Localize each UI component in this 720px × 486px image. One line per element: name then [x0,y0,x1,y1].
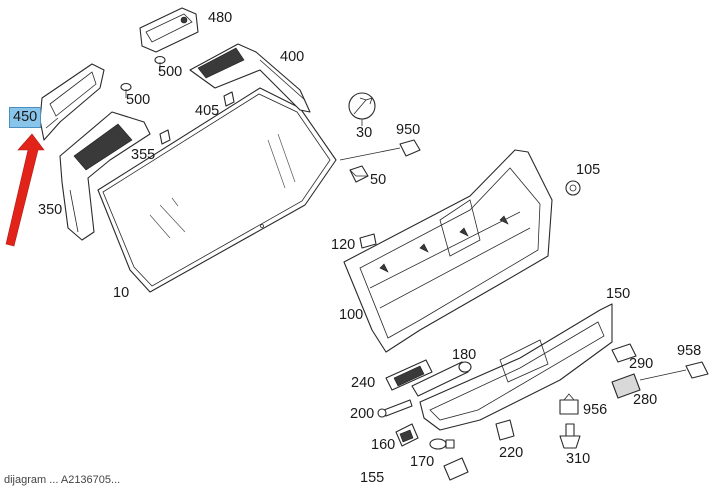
clip-355 [159,129,171,145]
screw-upper [154,55,166,72]
wrench-circle-icon [348,92,376,126]
callout-280: 280 [633,392,658,408]
callout-160: 160 [371,437,396,453]
callout-350: 350 [38,202,63,218]
callout-480: 480 [208,10,233,26]
callout-150: 150 [606,286,631,302]
callout-200: 200 [350,406,375,422]
clip-bracket [139,7,199,53]
bolt-200 [377,399,413,418]
callout-10: 10 [113,285,130,301]
part-290 [611,343,637,363]
part-310 [559,423,581,449]
callout-500-upper: 500 [158,64,183,80]
callout-105: 105 [576,162,601,178]
callout-500-lower: 500 [126,92,151,108]
part-280 [611,369,687,399]
callout-155: 155 [360,470,385,486]
clip-950 [339,139,421,161]
block-50 [349,165,369,183]
callout-240: 240 [351,375,376,391]
callout-956: 956 [583,402,608,418]
lower-trim-panel [419,303,613,431]
callout-30: 30 [356,125,373,141]
bracket-240 [385,359,433,391]
clip-220 [495,419,515,441]
small-clip [223,91,235,107]
red-arrow-icon [5,133,45,247]
clip-120 [359,233,377,249]
part-956 [559,393,579,415]
handle-180 [411,361,472,397]
callout-120: 120 [331,237,356,253]
pillar-trim-350 [59,111,151,241]
callout-180: 180 [452,347,477,363]
callout-400: 400 [280,49,305,65]
lamp-170 [429,438,455,450]
callout-405: 405 [195,103,220,119]
callout-290: 290 [629,356,654,372]
rear-window-glass [97,87,337,293]
callout-355: 355 [131,147,156,163]
upper-trim-panel [189,43,311,113]
screw-lower [120,82,132,98]
callout-310: 310 [566,451,591,467]
switch-160 [395,423,419,447]
callout-170: 170 [410,454,435,470]
clip-958 [685,361,709,379]
callout-50: 50 [370,172,387,188]
callout-950: 950 [396,122,421,138]
callout-100: 100 [339,307,364,323]
callout-450: 450 [9,107,42,128]
footer-text: dijagram ... A2136705... [4,474,121,486]
grommet-105 [565,180,581,196]
part-155 [443,457,469,481]
callout-220: 220 [499,445,524,461]
tailgate-inner-panel [343,149,553,353]
callout-958: 958 [677,343,702,359]
